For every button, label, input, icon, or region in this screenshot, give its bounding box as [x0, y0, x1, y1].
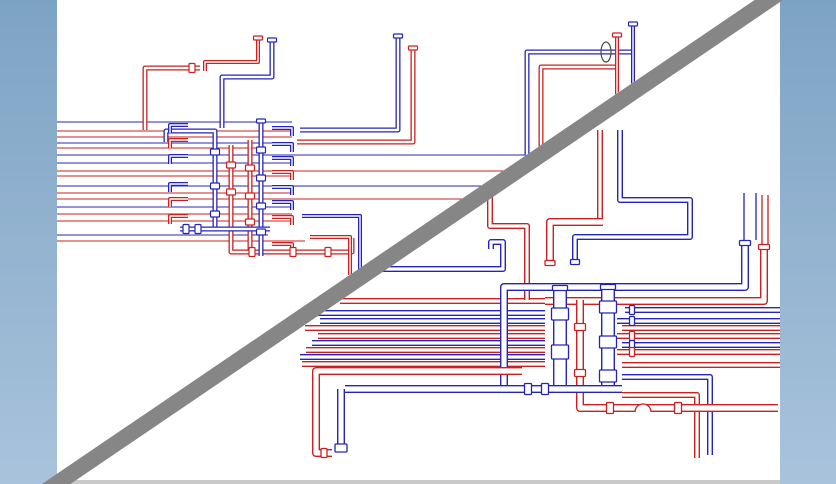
thin-line-piping-drawing: [57, 21, 639, 279]
diagonal-divider: [41, 0, 784, 484]
thick-line-piping-drawing: [300, 130, 780, 459]
canvas-bottom-shadow: [57, 480, 780, 484]
